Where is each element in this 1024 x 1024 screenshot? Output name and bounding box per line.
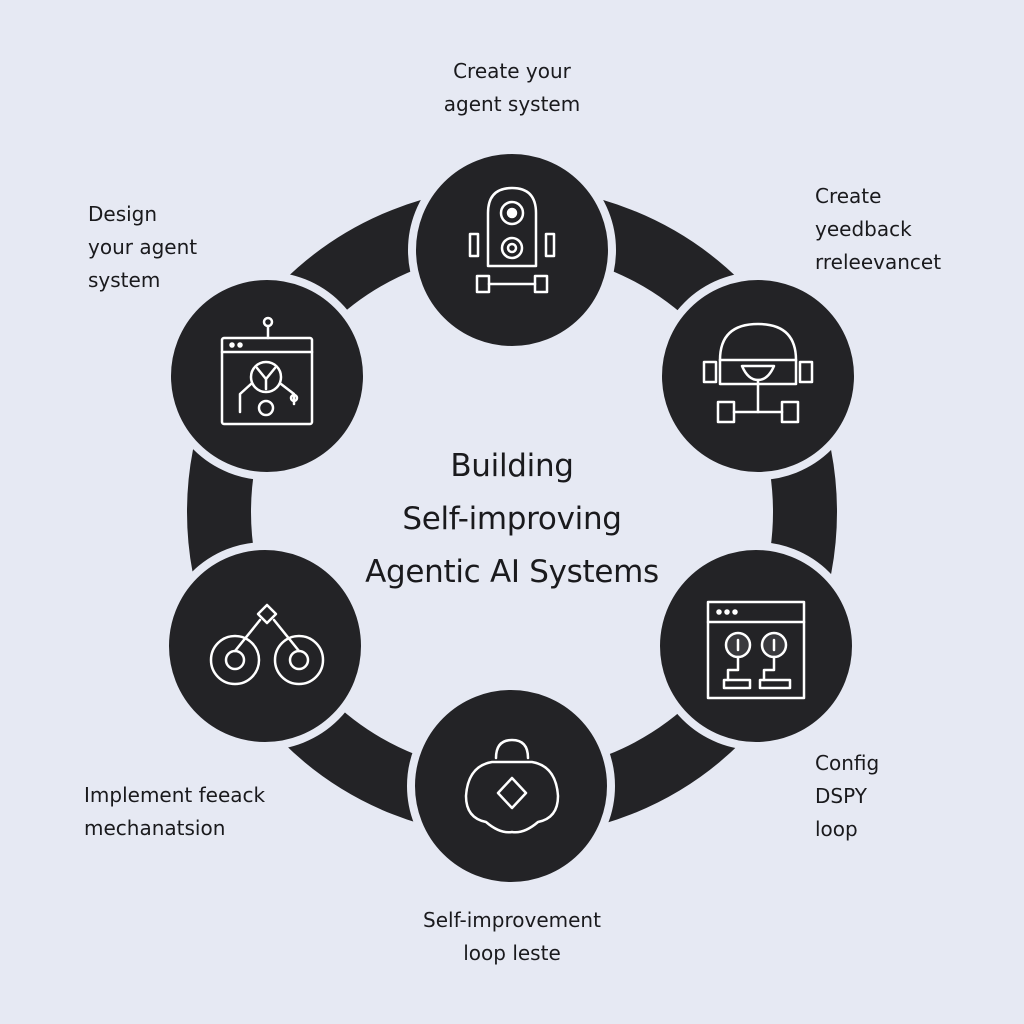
node-label-line: Create your: [453, 59, 571, 83]
diagram-title-line: Agentic AI Systems: [365, 554, 659, 590]
node-label-bottom: Self-improvement loop leste: [382, 904, 642, 970]
node-bottom: [407, 682, 615, 890]
node-label-line: Design: [88, 202, 158, 226]
node-label-top-left: Design your agent system: [88, 198, 268, 297]
diagram-title: Building Self-improving Agentic AI Syste…: [312, 440, 712, 599]
node-label-line: rreleevancet: [815, 250, 942, 274]
node-bottom-left: [161, 542, 369, 750]
browser-robot-icon: [220, 316, 314, 426]
node-label-line: your agent: [88, 235, 198, 259]
node-label-top-right: Create yeedback rreleevancet: [815, 180, 1015, 279]
node-label-line: Config: [815, 751, 880, 775]
node-label-line: loop leste: [463, 941, 561, 965]
diagram-title-line: Building: [450, 448, 574, 484]
diamond-blob-icon: [464, 738, 560, 834]
node-label-line: DSPY: [815, 784, 867, 808]
node-label-line: loop: [815, 817, 858, 841]
bicycle-nodes-icon: [209, 603, 325, 686]
robot-icon: [468, 186, 556, 294]
node-top-left: [163, 272, 371, 480]
node-label-top: Create your agent system: [412, 55, 612, 121]
node-label-line: mechanatsion: [84, 816, 226, 840]
browser-window-flow-icon: [706, 600, 806, 700]
node-bottom-right: [652, 542, 860, 750]
node-top-right: [654, 272, 862, 480]
node-label-line: Implement feeack: [84, 783, 266, 807]
node-label-line: yeedback: [815, 217, 912, 241]
node-label-bottom-right: Config DSPY loop: [815, 747, 1015, 846]
node-label-bottom-left: Implement feeack mechanatsion: [84, 779, 314, 845]
node-top: [408, 146, 616, 354]
node-label-line: Create: [815, 184, 882, 208]
node-label-line: system: [88, 268, 161, 292]
node-label-line: agent system: [443, 92, 581, 116]
node-label-line: Self-improvement: [423, 908, 601, 932]
diagram-title-line: Self-improving: [402, 501, 622, 537]
robot-head-icon: [702, 322, 814, 424]
